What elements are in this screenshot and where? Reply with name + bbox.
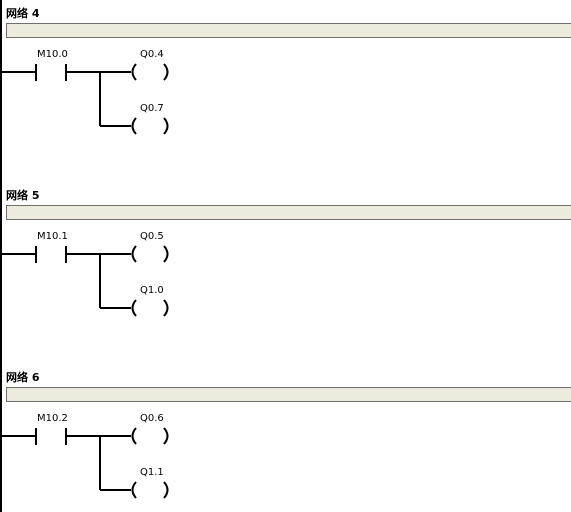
network-4[interactable]: 网络 4 M10.0 Q0.4 Q0.7 (0, 5, 571, 140)
coil-right-paren (163, 63, 169, 81)
coil-left-paren (131, 427, 137, 445)
coil-left-paren (131, 245, 137, 263)
coil-right-paren (163, 117, 169, 135)
coil-left-paren (131, 299, 137, 317)
coil-address[interactable]: Q0.7 (140, 103, 164, 114)
ladder-rung: M10.0 Q0.4 Q0.7 (0, 49, 169, 135)
coil-left-paren (131, 63, 137, 81)
coil-right-paren (163, 299, 169, 317)
coil-address[interactable]: Q0.4 (140, 49, 164, 60)
network-5[interactable]: 网络 5 M10.1 Q0.5 Q1.0 (0, 187, 571, 322)
coil-address[interactable]: Q1.0 (140, 285, 164, 296)
coil-right-paren (163, 481, 169, 499)
coil-address[interactable]: Q1.1 (140, 467, 164, 478)
network-title[interactable]: 网络 5 (6, 189, 40, 202)
network-6[interactable]: 网络 6 M10.2 Q0.6 Q1.1 (0, 369, 571, 509)
network-title[interactable]: 网络 4 (6, 7, 40, 20)
coil-right-paren (163, 245, 169, 263)
coil-left-paren (131, 117, 137, 135)
contact-address[interactable]: M10.2 (37, 413, 68, 424)
coil-address[interactable]: Q0.5 (140, 231, 164, 242)
contact-address[interactable]: M10.1 (37, 231, 68, 242)
network-comment-field[interactable] (6, 23, 571, 38)
network-title[interactable]: 网络 6 (6, 371, 40, 384)
coil-left-paren (131, 481, 137, 499)
coil-right-paren (163, 427, 169, 445)
ladder-rung: M10.1 Q0.5 Q1.0 (0, 231, 169, 317)
ladder-rung: M10.2 Q0.6 Q1.1 (0, 413, 169, 499)
network-comment-field[interactable] (6, 387, 571, 402)
network-comment-field[interactable] (6, 205, 571, 220)
contact-address[interactable]: M10.0 (37, 49, 68, 60)
power-rail (0, 0, 2, 512)
coil-address[interactable]: Q0.6 (140, 413, 164, 424)
